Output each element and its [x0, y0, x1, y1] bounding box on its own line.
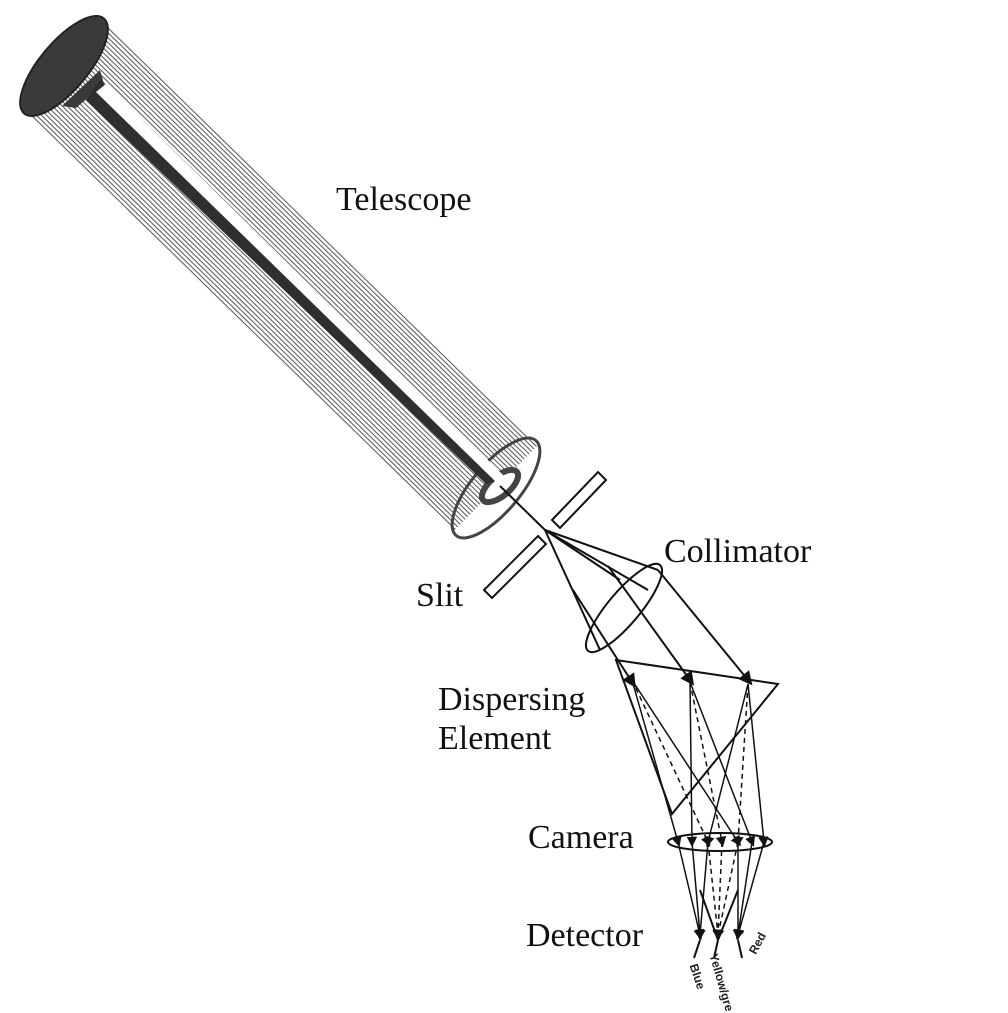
tube-line: [94, 34, 528, 457]
tube-line: [37, 92, 471, 515]
dispersed-ray: [631, 679, 741, 847]
telescope-aperture: [19, 15, 109, 117]
tube-line: [47, 81, 481, 505]
slit-jaw-lower: [482, 534, 548, 600]
tube-line: [82, 46, 515, 470]
tube-line: [89, 39, 523, 462]
focused-ray: [677, 841, 704, 941]
dispersed-ray: [689, 681, 727, 848]
tube-line: [45, 84, 478, 508]
slit-label: Slit: [416, 577, 464, 614]
tube-line: [42, 87, 476, 510]
dispersing-prism: [614, 658, 780, 816]
collimator-input-rays: [544, 529, 659, 651]
detector-label: Detector: [526, 917, 644, 954]
tube-line: [52, 76, 486, 500]
focused-ray: [712, 841, 724, 941]
telescope-inner-beam: [96, 84, 504, 482]
tube-line: [30, 99, 464, 523]
tube-line: [25, 104, 459, 528]
dispersed-rays: [631, 679, 769, 941]
tube-line: [55, 74, 488, 498]
dispersed-ray: [747, 683, 769, 848]
tube-line: [28, 102, 461, 525]
tube-line: [99, 29, 532, 452]
tube-line: [91, 36, 525, 460]
telescope-label: Telescope: [336, 181, 472, 218]
tube-line: [23, 107, 456, 530]
dispersing-label-line1: Dispersing: [438, 681, 586, 718]
dispersed-ray: [704, 683, 749, 848]
tube-line: [35, 94, 469, 518]
dispersed-ray: [686, 681, 698, 848]
dispersed-ray: [631, 679, 711, 847]
focused-ray: [733, 841, 753, 941]
telescope-tube: [19, 15, 546, 540]
tube-line: [86, 41, 520, 465]
slit-jaw-upper: [550, 470, 608, 530]
focused-ray: [734, 841, 765, 941]
focused-ray: [695, 841, 709, 941]
tube-line: [79, 49, 513, 473]
tube-line: [104, 24, 537, 447]
tube-line: [40, 89, 474, 513]
tube-line: [101, 26, 535, 450]
slit: [482, 470, 608, 600]
collimator-lens: [584, 562, 664, 654]
collimator-label: Collimator: [664, 533, 812, 570]
focused-ray: [691, 841, 705, 941]
tube-line: [84, 44, 518, 467]
dispersed-ray: [689, 681, 755, 847]
tube-line: [50, 79, 483, 503]
focus-ray: [499, 485, 546, 531]
camera-lens: [667, 832, 773, 852]
dispersing-element-label: Dispersing Element: [438, 680, 585, 758]
dispersed-ray: [631, 679, 682, 848]
tube-line: [96, 31, 530, 455]
tube-line: [77, 51, 510, 475]
collimated-rays: [572, 565, 753, 688]
tube-line: [57, 71, 491, 495]
secondary-mirror: [62, 70, 104, 108]
tube-line: [32, 97, 466, 520]
camera-label: Camera: [528, 819, 634, 856]
detector-focus: [693, 889, 743, 959]
dispersing-label-line2: Element: [438, 720, 552, 758]
focused-ray: [713, 841, 739, 941]
focused-ray: [707, 841, 723, 941]
